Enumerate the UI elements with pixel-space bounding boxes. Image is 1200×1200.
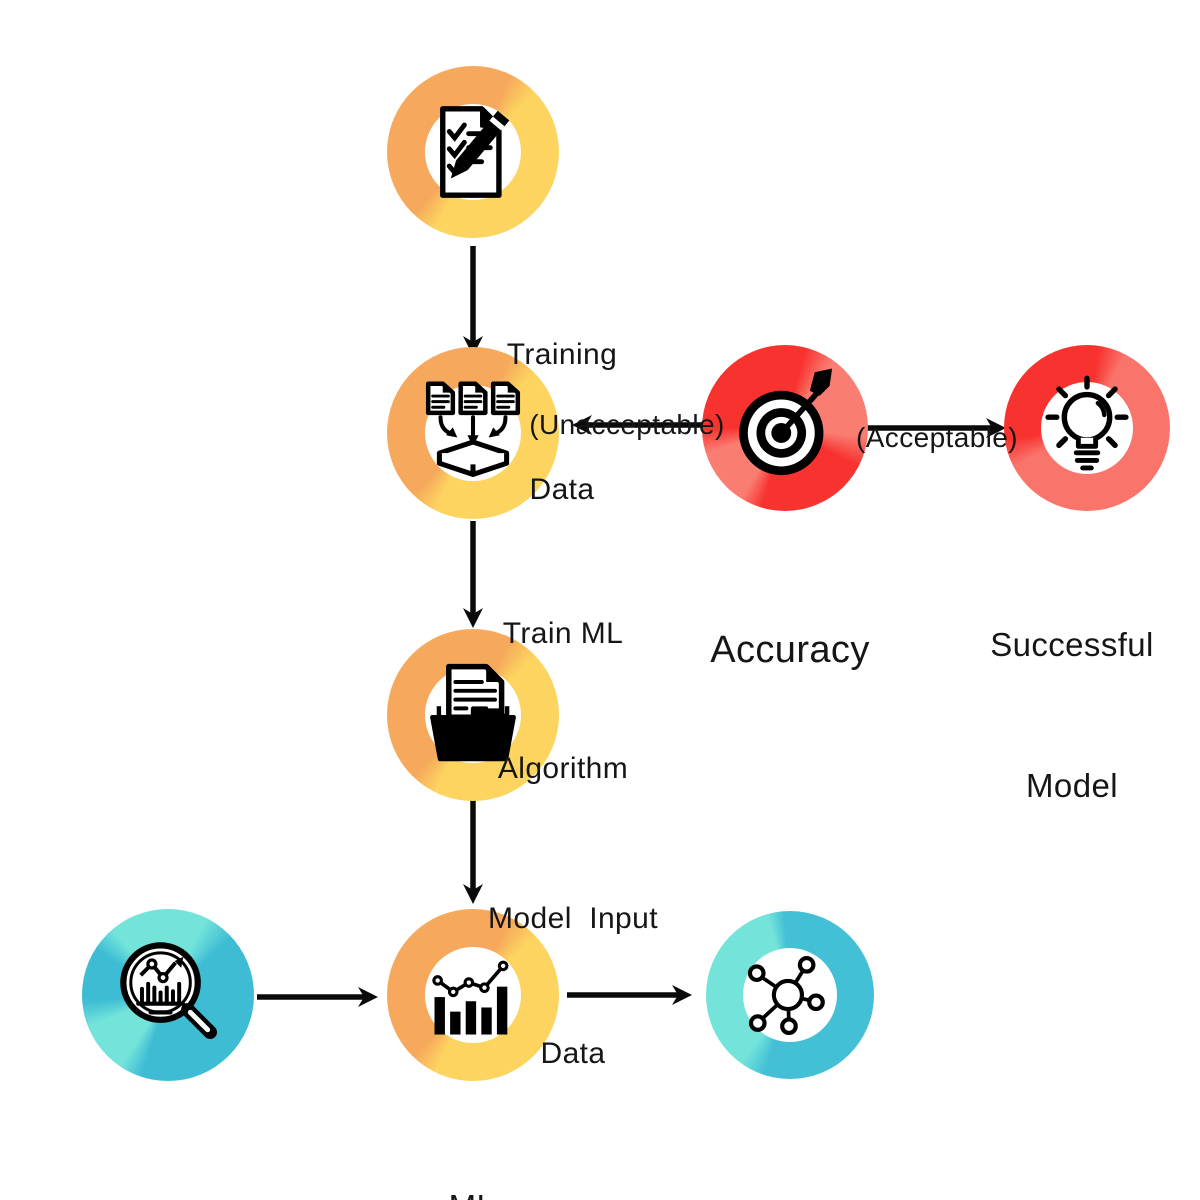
- checklist-pencil-icon: [440, 106, 510, 198]
- node-prediction: [706, 911, 874, 1079]
- documents-merge-icon: [425, 381, 521, 477]
- bar-line-chart-icon: [432, 960, 509, 1035]
- label-line: Training: [506, 338, 618, 371]
- node-accuracy: [702, 345, 868, 511]
- label-train-ml-algorithm: Train ML Algorithm: [463, 521, 663, 881]
- label-unacceptable: (Unacceptable): [487, 340, 767, 510]
- folder-document-icon: [430, 663, 516, 762]
- node-model-input-data: [387, 629, 559, 801]
- label-line: Algorithm: [497, 752, 629, 785]
- label-training-data: Training Data: [462, 242, 662, 602]
- label-line: Model Input: [488, 902, 658, 935]
- node-ml-algorithm: [387, 909, 559, 1081]
- label-accuracy: Accuracy: [660, 525, 920, 775]
- label-line: (Acceptable): [856, 422, 1018, 453]
- label-line: Accuracy: [710, 629, 870, 671]
- label-prediction: Prediction: [656, 1116, 916, 1200]
- label-line: (Unacceptable): [529, 409, 725, 440]
- label-line: Successful: [990, 626, 1154, 663]
- label-model-input-data: Model Input Data: [448, 806, 698, 1166]
- lightbulb-icon: [1045, 375, 1129, 471]
- label-acceptable: (Acceptable): [797, 353, 1077, 523]
- target-dart-icon: [739, 368, 833, 476]
- label-ml-algorithm: ML Algorithm: [347, 1089, 597, 1200]
- label-successful-model: Successful Model: [942, 527, 1200, 903]
- node-train-ml-algorithm: [387, 347, 559, 519]
- magnifier-chart-icon: [120, 942, 217, 1040]
- label-line: Train ML: [502, 617, 624, 650]
- node-successful-model: [1004, 345, 1170, 511]
- label-line: ML: [347, 1183, 597, 1200]
- network-hub-icon: [747, 956, 825, 1036]
- node-training-data: [387, 66, 559, 238]
- node-new-input-data: [82, 909, 254, 1081]
- label-new-input-data: New Input Data: [18, 1112, 318, 1200]
- label-line: Model: [1026, 767, 1118, 804]
- label-line: Data: [540, 1037, 606, 1070]
- label-line: Data: [529, 473, 595, 506]
